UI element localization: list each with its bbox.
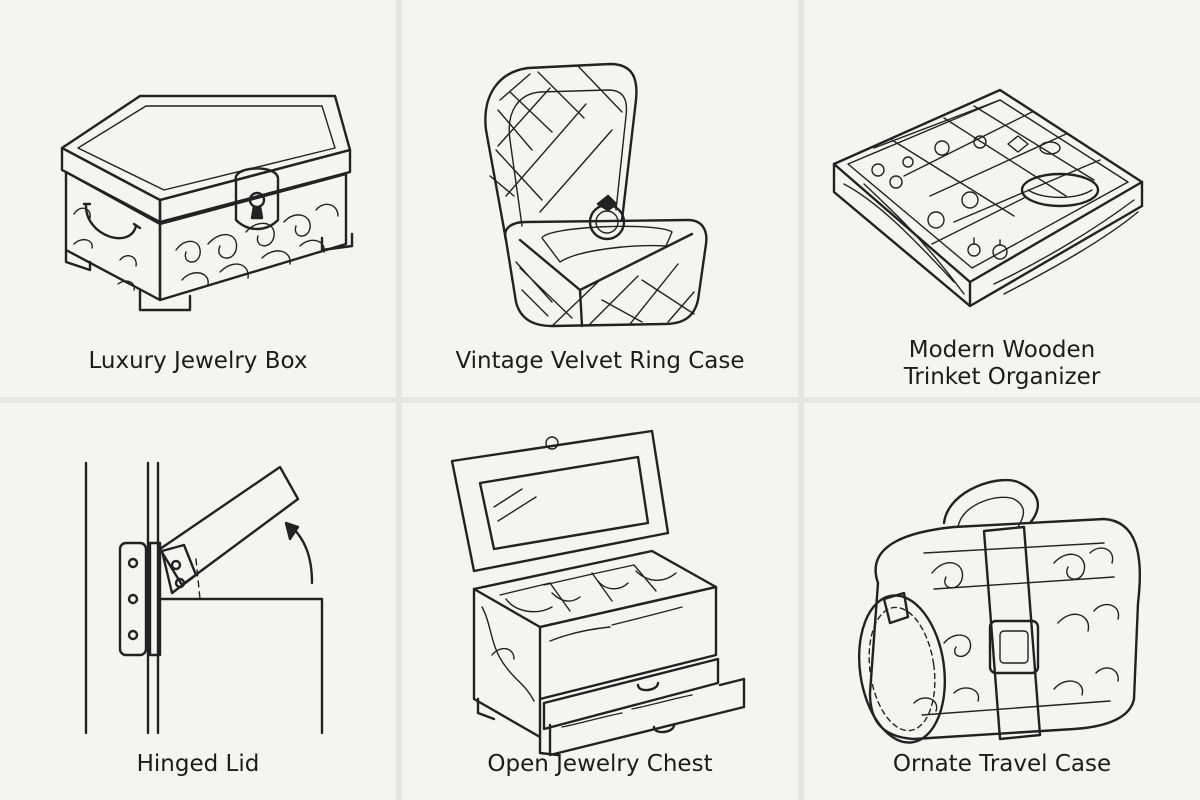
caption-line: Luxury Jewelry Box bbox=[88, 348, 308, 374]
tile-ornate-travel-case: Ornate Travel Case bbox=[804, 403, 1200, 800]
caption-ornate-travel-case: Ornate Travel Case bbox=[804, 751, 1200, 778]
ring-case-icon bbox=[484, 62, 708, 328]
trinket-organizer-icon bbox=[832, 88, 1144, 308]
tile-open-jewelry-chest: Open Jewelry Chest bbox=[402, 403, 798, 800]
caption-line: Modern Wooden bbox=[908, 337, 1096, 363]
tile-hinged-lid: Hinged Lid bbox=[0, 403, 396, 800]
caption-line: Trinket Organizer bbox=[903, 364, 1101, 390]
caption-line: Vintage Velvet Ring Case bbox=[455, 348, 745, 374]
tile-luxury-jewelry-box: Luxury Jewelry Box bbox=[0, 0, 396, 397]
caption-open-jewelry-chest: Open Jewelry Chest bbox=[402, 751, 798, 778]
travel-case-icon bbox=[857, 478, 1142, 744]
tile-vintage-velvet-ring-case: Vintage Velvet Ring Case bbox=[402, 0, 798, 397]
caption-line: Hinged Lid bbox=[136, 751, 260, 777]
caption-line: Ornate Travel Case bbox=[892, 751, 1112, 777]
caption-line: Open Jewelry Chest bbox=[487, 751, 713, 777]
tile-modern-wooden-trinket-organizer: Modern Wooden Trinket Organizer bbox=[804, 0, 1200, 397]
caption-hinged-lid: Hinged Lid bbox=[0, 751, 396, 778]
luxury-jewelry-box-icon bbox=[60, 94, 354, 312]
hinged-lid-icon bbox=[84, 461, 324, 735]
caption-modern-wooden-trinket-organizer: Modern Wooden Trinket Organizer bbox=[804, 337, 1200, 391]
caption-luxury-jewelry-box: Luxury Jewelry Box bbox=[0, 348, 396, 375]
caption-vintage-velvet-ring-case: Vintage Velvet Ring Case bbox=[402, 348, 798, 375]
open-jewelry-chest-icon bbox=[450, 429, 746, 757]
